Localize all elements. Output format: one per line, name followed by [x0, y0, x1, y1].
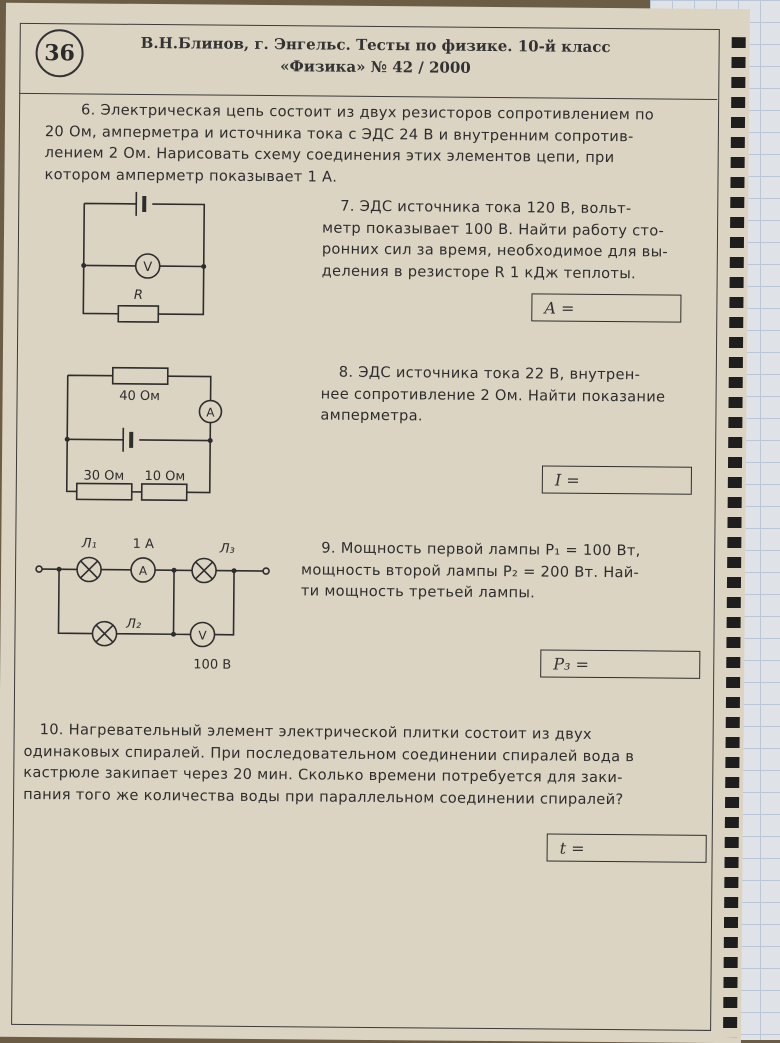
problem-line: деления в резисторе R 1 кДж теплоты. — [322, 260, 702, 285]
problem-10: 10. Нагревательный элемент электрической… — [23, 719, 714, 811]
problem-line: 9. Мощность первой лампы P₁ = 100 Вт, — [301, 537, 711, 562]
answer-box-7[interactable]: A = — [531, 293, 681, 322]
resistor-30-label: 30 Ом — [83, 468, 124, 483]
resistor-label: R — [134, 288, 143, 303]
answer-box-10[interactable]: t = — [547, 834, 707, 863]
circuit-wire — [42, 569, 263, 571]
resistor-40-symbol — [113, 368, 168, 384]
problem-line: ронних сил за время, необходимое для вы- — [322, 239, 702, 264]
problem-line: 8. ЭДС источника тока 22 В, внутрен- — [321, 362, 701, 387]
voltmeter-label: V — [198, 628, 207, 642]
problem-line: 7. ЭДС источника тока 120 В, вольт- — [322, 196, 702, 221]
voltmeter-label: V — [143, 260, 152, 275]
voltmeter-reading: 100 В — [193, 657, 231, 672]
circuit-diagram-7: V R — [73, 183, 224, 324]
answer-box-9[interactable]: P₃ = — [540, 649, 700, 678]
test-sheet: 36 В.Н.Блинов, г. Энгельс. Тесты по физи… — [0, 3, 750, 1043]
answer-box-8[interactable]: I = — [542, 465, 692, 494]
problem-7: 7. ЭДС источника тока 120 В, вольт- метр… — [322, 196, 703, 285]
problem-8: 8. ЭДС источника тока 22 В, внутрен- нее… — [320, 362, 701, 430]
circuit-diagram-8: 40 Ом A 30 Ом 10 Ом — [57, 359, 228, 505]
resistor-10-label: 10 Ом — [144, 469, 185, 484]
circuit-wire — [83, 203, 204, 314]
circuit-wire — [67, 439, 210, 440]
problem-6: 6. Электрическая цепь состоит из двух ре… — [44, 99, 715, 191]
resistor-symbol — [118, 306, 158, 322]
lamp-3-label: Л₃ — [219, 542, 235, 557]
lamp-1-label: Л₁ — [81, 536, 97, 551]
circuit-wire — [59, 569, 235, 635]
input-terminal — [36, 566, 42, 572]
ammeter-reading: 1 A — [133, 537, 155, 552]
output-terminal — [263, 568, 269, 574]
circuit-diagram-9: Л₁ 1 A A Л₃ Л₂ V 100 В — [28, 531, 279, 678]
resistor-10-symbol — [142, 484, 187, 500]
ammeter-label: A — [139, 564, 148, 578]
resistor-30-symbol — [77, 483, 132, 499]
problem-line: амперметра. — [320, 405, 700, 430]
problem-line: ти мощность третьей лампы. — [301, 580, 711, 605]
problem-9: 9. Мощность первой лампы P₁ = 100 Вт, мо… — [301, 537, 712, 605]
resistor-40-label: 40 Ом — [119, 389, 160, 404]
ammeter-label: A — [206, 406, 215, 420]
page-number-badge: 36 — [35, 29, 83, 77]
lamp-2-label: Л₂ — [125, 617, 141, 632]
